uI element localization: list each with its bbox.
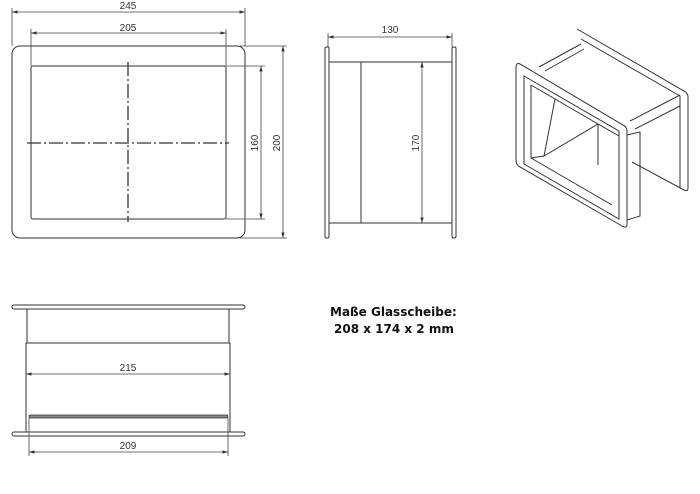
glass-dimensions-title: Maße Glasscheibe: bbox=[330, 305, 457, 319]
dimension-label: 170 bbox=[411, 134, 422, 151]
outer-frame bbox=[11, 45, 246, 239]
dimension-label: 130 bbox=[382, 25, 399, 36]
isometric-view bbox=[515, 28, 689, 228]
dimension-label: 160 bbox=[250, 134, 261, 151]
front-flange bbox=[324, 46, 330, 239]
glass-dimensions-value: 208 x 174 x 2 mm bbox=[334, 322, 454, 336]
dimension-label: 200 bbox=[272, 134, 283, 151]
back-flange bbox=[451, 46, 457, 239]
side-view: 130 170 bbox=[324, 25, 457, 239]
dimension-label: 245 bbox=[120, 1, 137, 12]
dimension-label: 209 bbox=[120, 441, 137, 452]
glass-slot bbox=[28, 414, 229, 419]
bottom-view: 215 209 bbox=[11, 304, 246, 456]
front-view: 245 205 160 200 bbox=[11, 1, 287, 239]
dimension-label: 205 bbox=[120, 23, 137, 34]
top-flange bbox=[11, 304, 246, 310]
bottom-flange bbox=[11, 431, 246, 437]
dimension-label: 215 bbox=[120, 363, 137, 374]
